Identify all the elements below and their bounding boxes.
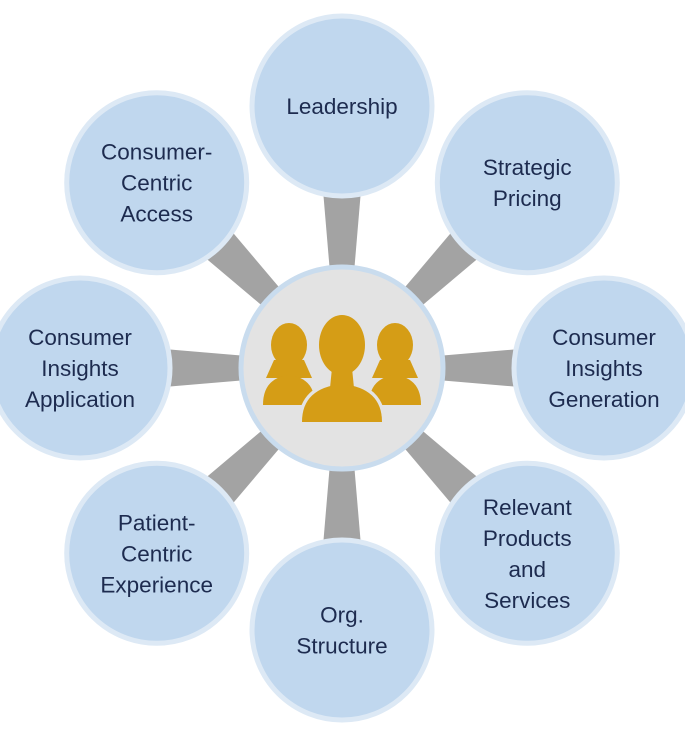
node-label-line: Centric <box>121 171 192 196</box>
node-circle-strategic-pricing <box>434 90 620 276</box>
node-label-line: Relevant <box>483 495 573 520</box>
node-circle-leadership <box>249 13 435 199</box>
connector-leadership <box>323 190 361 273</box>
person-center-icon <box>298 311 386 425</box>
node-label-line: Services <box>484 588 570 613</box>
node-label-line: and <box>509 557 547 582</box>
node-label-leadership: Leadership <box>286 94 397 119</box>
node-label-line: Strategic <box>483 155 572 180</box>
node-circle-consumer-insights-generation <box>511 275 685 461</box>
connector-patient-centric-experience <box>202 426 284 508</box>
node-label-line: Products <box>483 526 572 551</box>
node-label-line: Patient- <box>118 510 196 535</box>
connector-relevant-products-and-services <box>400 426 482 508</box>
node-circle-consumer-insights-application <box>0 275 173 461</box>
node-label-line: Leadership <box>286 94 397 119</box>
connectors <box>164 190 520 546</box>
connector-strategic-pricing <box>400 228 482 310</box>
connector-consumer-insights-application <box>164 349 247 387</box>
node-label-org-structure: Org. Structure <box>296 603 387 659</box>
node-leadership: Leadership <box>249 13 435 199</box>
person-left-icon <box>263 323 315 405</box>
node-circle-relevant-products-and-services <box>434 460 620 646</box>
node-label-line: Access <box>120 202 193 227</box>
people-group-icon <box>263 311 421 425</box>
hub <box>238 264 446 472</box>
node-circle-org-structure <box>249 537 435 723</box>
node-label-line: Insights <box>565 356 643 381</box>
node-label-line: Centric <box>121 541 192 566</box>
node-label-line: Consumer <box>28 325 132 350</box>
node-label-line: Insights <box>41 356 119 381</box>
node-circle-consumer-centric-access <box>64 90 250 276</box>
node-label-line: Experience <box>100 572 213 597</box>
node-label-line: Generation <box>548 387 659 412</box>
node-label-line: Consumer <box>552 325 656 350</box>
node-circle-patient-centric-experience <box>64 460 250 646</box>
connector-consumer-centric-access <box>202 228 284 310</box>
node-label-line: Org. <box>320 603 364 628</box>
node-label-line: Consumer- <box>101 140 212 165</box>
node-org-structure: Org. Structure <box>249 537 435 723</box>
connector-org-structure <box>323 463 361 546</box>
connector-consumer-insights-generation <box>437 349 520 387</box>
node-label-line: Pricing <box>493 186 562 211</box>
person-right-icon <box>369 323 421 405</box>
node-label-line: Structure <box>296 634 387 659</box>
node-label-line: Application <box>25 387 135 412</box>
